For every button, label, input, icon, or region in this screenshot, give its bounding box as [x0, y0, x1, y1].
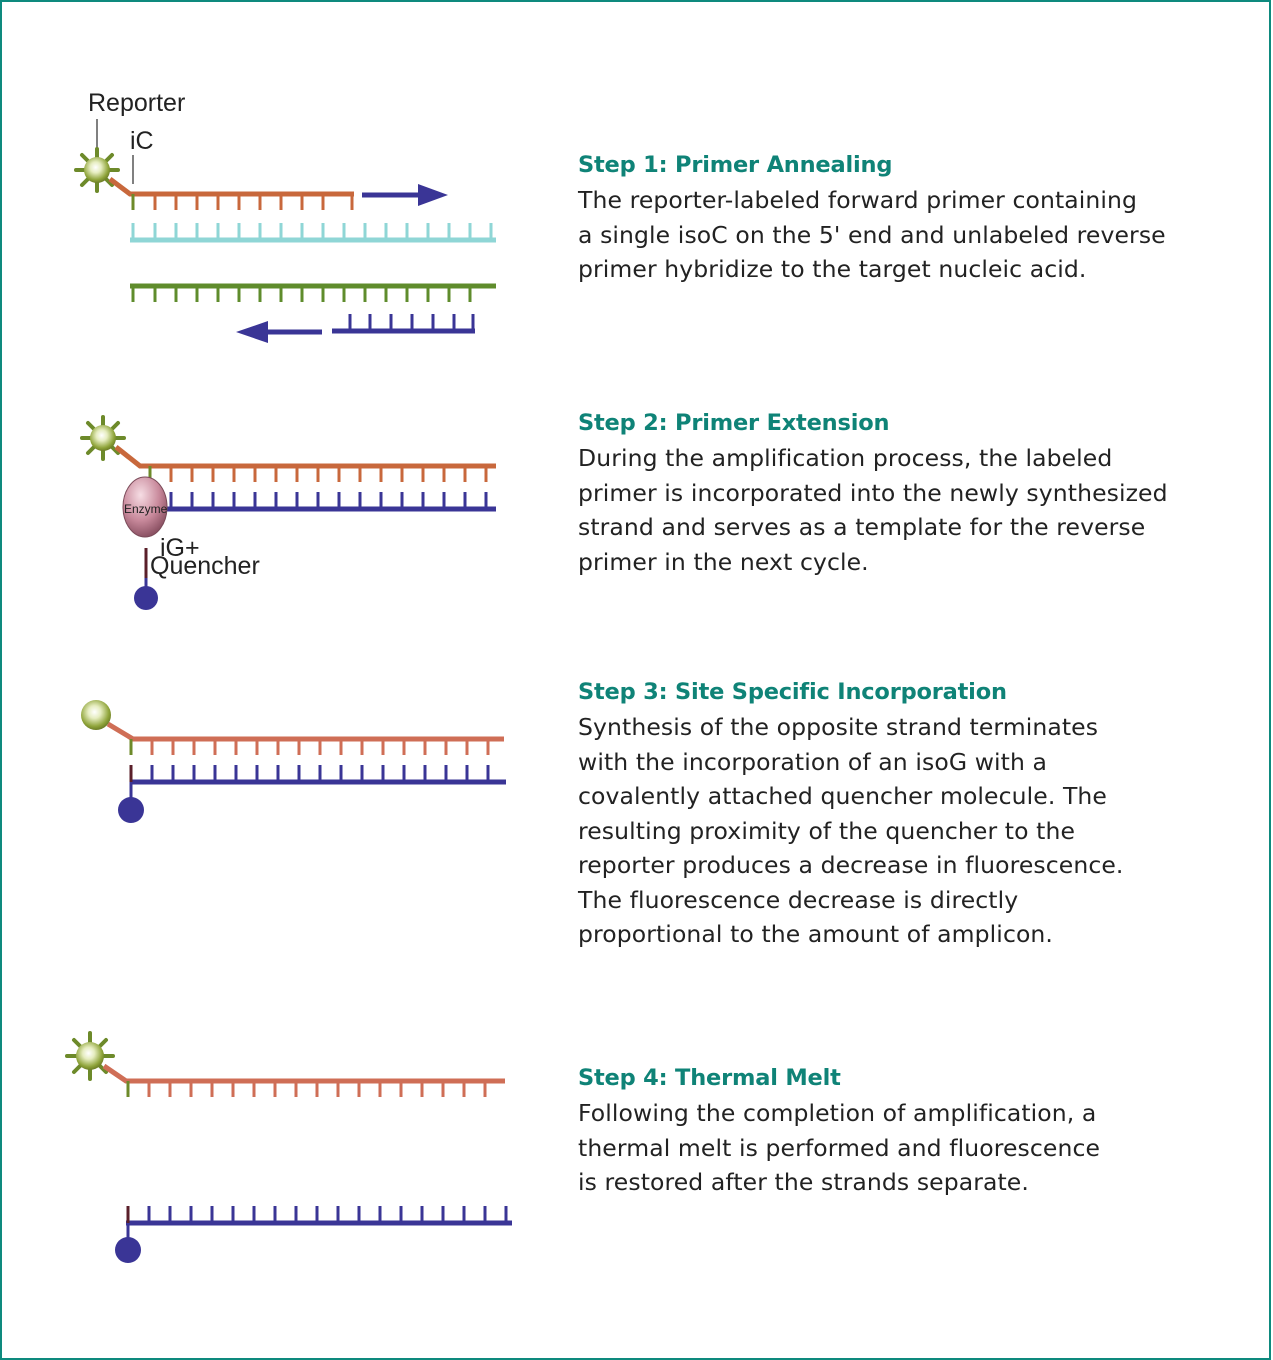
- labeled-strand-teeth: [169, 466, 488, 482]
- quencher-label: Quencher: [150, 552, 260, 580]
- forward-primer-teeth: [153, 194, 354, 210]
- melted-quencher-teeth: [147, 1206, 508, 1223]
- step-3-line: resulting proximity of the quencher to t…: [578, 816, 1076, 845]
- arrow-icon: [236, 321, 322, 343]
- step-3-line: The fluorescence decrease is directly: [578, 885, 1019, 914]
- quencher-icon: [118, 797, 144, 823]
- reporter-icon: [81, 700, 111, 730]
- step-2-line: During the amplification process, the la…: [578, 444, 1113, 472]
- quencher-icon: [115, 1237, 141, 1263]
- step2-diagram: Enzyme iG+ Quencher: [80, 415, 496, 610]
- step-1-text: Step 1: Primer Annealing The reporter-la…: [578, 152, 1238, 287]
- quencher-strand-teeth: [150, 765, 490, 782]
- target-strand-green-teeth: [131, 286, 472, 302]
- step-3-line: reporter produces a decrease in fluoresc…: [578, 851, 1124, 879]
- step-3-line: with the incorporation of an isoG with a: [578, 747, 1048, 776]
- step-4-title: Step 4: Thermal Melt: [578, 1065, 841, 1091]
- step-1-line: a single isoC on the 5' end and unlabele…: [578, 220, 1166, 249]
- step-2-description: During the amplification process, the la…: [578, 441, 1238, 579]
- step1-diagram: Reporter iC: [74, 89, 496, 343]
- step-2-line: primer is incorporated into the newly sy…: [578, 478, 1168, 507]
- step-1-title: Step 1: Primer Annealing: [578, 152, 893, 178]
- enzyme-label: Enzyme: [124, 502, 168, 516]
- reverse-primer-teeth: [348, 314, 475, 331]
- melted-reporter-strand: [102, 1063, 505, 1084]
- ic-label: iC: [130, 127, 154, 155]
- melted-reporter-teeth: [147, 1081, 487, 1097]
- step-4-description: Following the completion of amplificatio…: [578, 1096, 1238, 1200]
- step-4-line: Following the completion of amplificatio…: [578, 1099, 1097, 1127]
- step-2-line: primer in the next cycle.: [578, 547, 869, 576]
- step-3-title: Step 3: Site Specific Incorporation: [578, 679, 1007, 705]
- forward-primer-strand: [108, 177, 354, 197]
- step-3-line: covalently attached quencher molecule. T…: [578, 782, 1107, 810]
- step-2-text: Step 2: Primer Extension During the ampl…: [578, 410, 1238, 579]
- reporter-icon: [74, 147, 120, 193]
- step-1-description: The reporter-labeled forward primer cont…: [578, 183, 1238, 287]
- step-4-text: Step 4: Thermal Melt Following the compl…: [578, 1065, 1238, 1200]
- step-2-line: strand and serves as a template for the …: [578, 513, 1146, 541]
- step-4-line: thermal melt is performed and fluorescen…: [578, 1133, 1101, 1162]
- reporter-strand-teeth: [150, 739, 490, 755]
- reporter-label: Reporter: [88, 89, 185, 117]
- reporter-icon: [80, 415, 126, 461]
- arrow-icon: [362, 184, 448, 206]
- ig-plus-label: iG+: [160, 534, 200, 562]
- labeled-strand: [114, 445, 496, 469]
- enzyme-icon: Enzyme: [122, 476, 168, 538]
- step4-diagram: [65, 1031, 512, 1263]
- step-2-title: Step 2: Primer Extension: [578, 410, 890, 436]
- step-3-line: proportional to the amount of amplicon.: [578, 920, 1054, 948]
- quencher-icon: [134, 586, 158, 610]
- step-3-text: Step 3: Site Specific Incorporation Synt…: [578, 679, 1238, 952]
- reporter-strand: [106, 721, 504, 742]
- step-1-line: The reporter-labeled forward primer cont…: [578, 186, 1138, 214]
- step-1-line: primer hybridize to the target nucleic a…: [578, 255, 1087, 283]
- target-strand-cyan-teeth: [131, 223, 493, 240]
- step3-diagram: [81, 700, 506, 823]
- step-3-description: Synthesis of the opposite strand termina…: [578, 710, 1238, 952]
- step-3-line: Synthesis of the opposite strand termina…: [578, 713, 1099, 741]
- synthesized-strand-teeth: [169, 492, 488, 509]
- step-4-line: is restored after the strands separate.: [578, 1168, 1029, 1196]
- reporter-icon: [65, 1031, 115, 1081]
